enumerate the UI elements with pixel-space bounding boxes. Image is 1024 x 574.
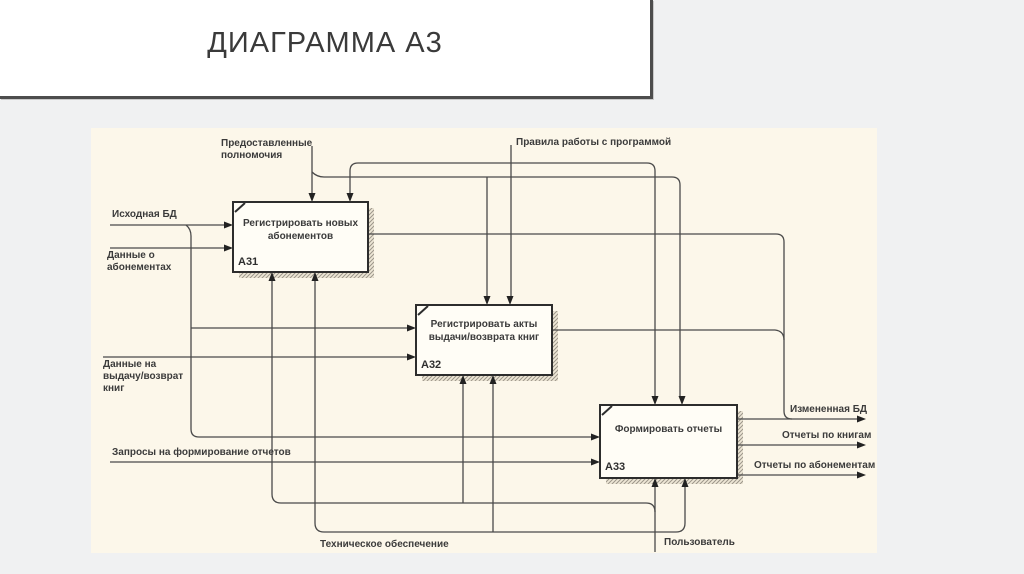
- label-mechanism-polzovatel: Пользователь: [664, 537, 735, 548]
- corner-notch-a33: [601, 405, 613, 416]
- activity-label-a32: Регистрировать акты выдачи/возврата книг: [428, 319, 540, 343]
- label-output-otchety-po-knigam: Отчеты по книгам: [782, 430, 872, 441]
- label-input-dannye-na-vydachu: Данные на выдачу/возврат книг: [103, 359, 184, 394]
- mech-polzovatel-branch: [271, 281, 656, 513]
- activity-id-a31: А31: [238, 256, 259, 268]
- corner-notch-a31: [234, 202, 246, 213]
- label-output-izmenennaya-bd: Измененная БД: [790, 404, 868, 415]
- activity-label-a33: Формировать отчеты: [614, 424, 723, 435]
- output-a32-merge: [552, 329, 785, 341]
- mech-tehnicheskoe-branch: [314, 281, 686, 533]
- label-output-otchety-po-abonementam: Отчеты по абонементам: [754, 460, 876, 471]
- output-a31-merge: [368, 233, 793, 420]
- activity-id-a33: А33: [605, 461, 626, 473]
- label-input-dannye-o-abonementah: Данные о абонементах: [107, 250, 172, 273]
- control-pravila-branch: [349, 162, 656, 396]
- activity-boxes: [232, 201, 738, 479]
- label-control-pravila: Правила работы с программой: [516, 137, 672, 148]
- arrow-lines: [103, 145, 857, 552]
- activity-box-a33: [599, 404, 738, 479]
- activity-label-a31: Регистрировать новых абонементов: [242, 218, 359, 242]
- label-input-zaprosy: Запросы на формирование отчетов: [112, 447, 291, 458]
- page-title: ДИАГРАММА А3: [207, 27, 443, 59]
- input-ishodnaya-branch: [185, 224, 591, 438]
- label-input-ishodnaya-bd: Исходная БД: [112, 209, 177, 220]
- label-mechanism-tehnicheskoe: Техническое обеспечение: [320, 539, 449, 550]
- activity-box-a31: [232, 201, 369, 273]
- control-predostavlennye-branch: [311, 171, 681, 396]
- activity-box-a32: [415, 304, 553, 376]
- label-control-predostavlennye: Предоставленные полномочия: [221, 138, 313, 161]
- activity-id-a32: А32: [421, 359, 442, 371]
- arrowheads: [224, 193, 866, 487]
- title-panel: ДИАГРАММА А3: [0, 0, 653, 99]
- corner-notch-a32: [417, 305, 429, 316]
